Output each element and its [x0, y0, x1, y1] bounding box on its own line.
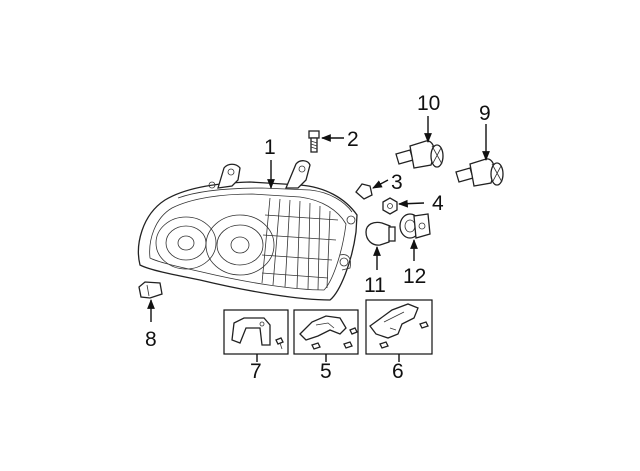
bracket-box-6 [365, 299, 433, 355]
callout-5: 5 [320, 360, 332, 383]
bulb-part-11 [365, 221, 396, 246]
callout-12: 12 [403, 265, 426, 288]
leader-lines [147, 116, 490, 362]
callout-6: 6 [392, 360, 404, 383]
bolt-part [308, 130, 320, 153]
callout-3: 3 [391, 171, 403, 194]
callout-9: 9 [479, 102, 491, 125]
bulb-part-10 [395, 140, 444, 169]
callout-11: 11 [364, 274, 386, 297]
callout-8: 8 [145, 328, 157, 351]
callout-2: 2 [347, 128, 359, 151]
headlamp-assembly [137, 160, 358, 301]
nut-part [382, 197, 398, 215]
callout-10: 10 [417, 92, 440, 115]
clip-part [355, 183, 373, 200]
callout-1: 1 [264, 136, 276, 159]
bulb-part-9 [455, 158, 504, 187]
socket-part-12 [399, 213, 431, 239]
callout-4: 4 [432, 192, 444, 215]
callout-7: 7 [250, 360, 262, 383]
bracket-box-5 [293, 309, 359, 355]
clip-part-8 [138, 281, 163, 299]
bracket-box-7 [223, 309, 289, 355]
